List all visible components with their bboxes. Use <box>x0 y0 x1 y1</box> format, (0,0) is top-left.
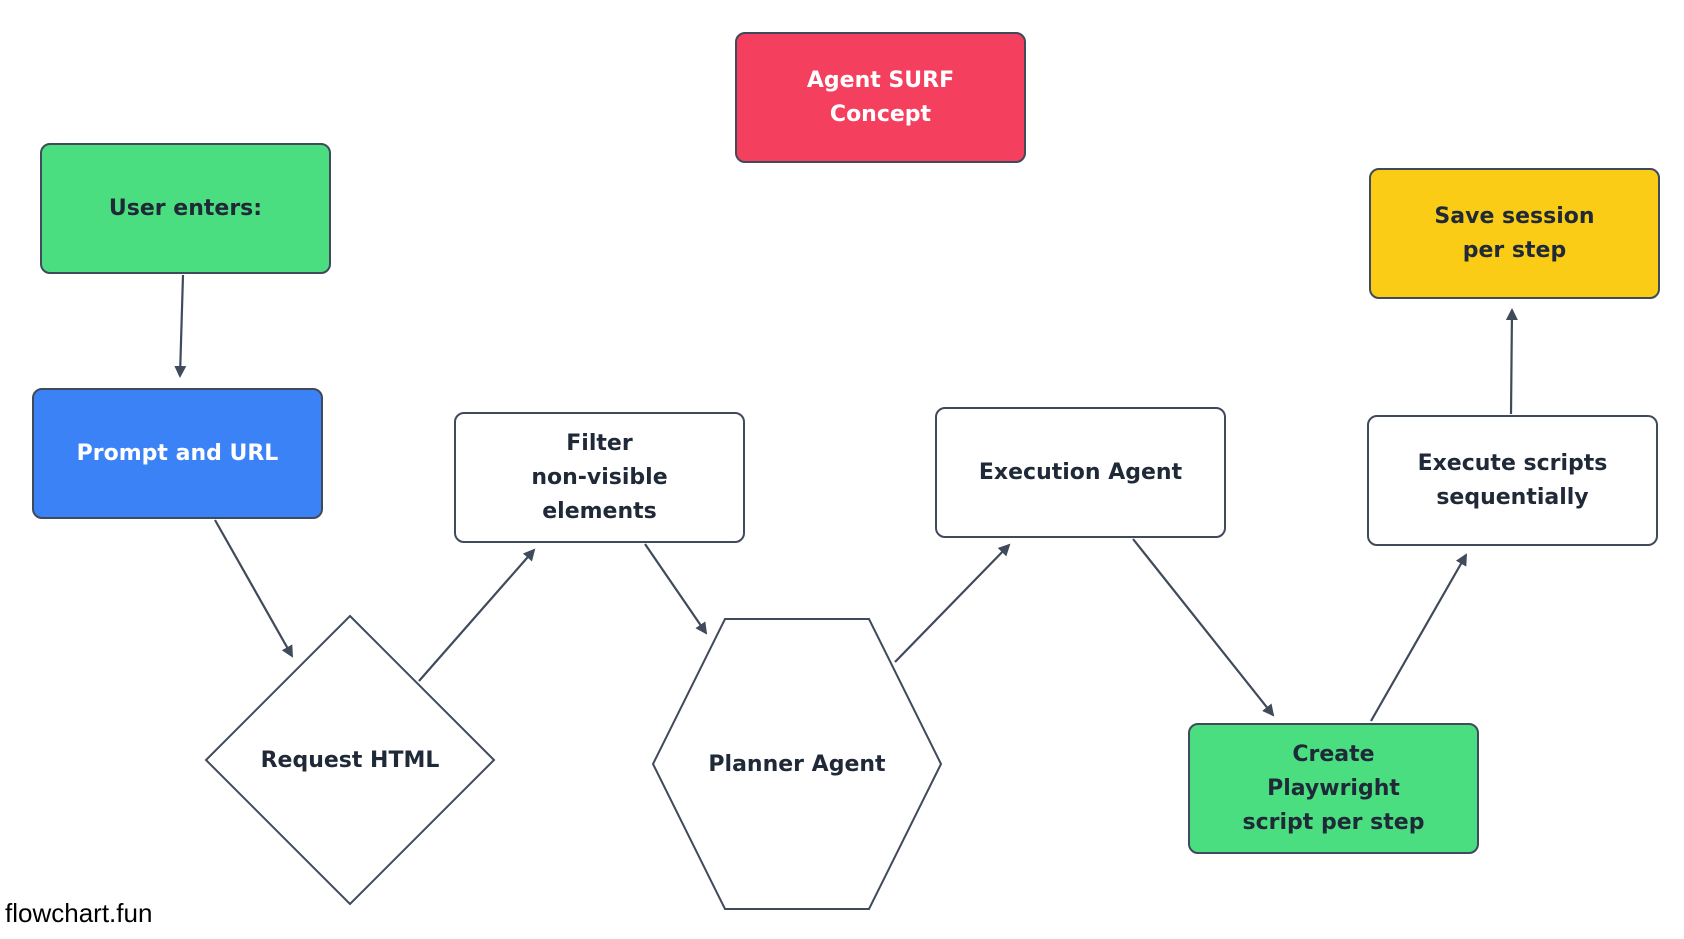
edge-user-enters-to-prompt-url <box>174 274 187 378</box>
execution-agent-node: Execution Agent <box>935 407 1226 538</box>
user-enters-node: User enters: <box>40 143 331 274</box>
execute-scripts-line-2: sequentially <box>1436 484 1589 510</box>
edge-request-html-to-filter <box>418 548 536 682</box>
filter-node: Filter non-visible elements <box>454 412 745 543</box>
watermark-text: flowchart.fun <box>5 898 153 928</box>
filter-line-3: elements <box>542 498 657 524</box>
title-node: Agent SURF Concept <box>735 32 1026 163</box>
save-session-line-2: per step <box>1462 237 1567 263</box>
planner-agent-hexagon <box>651 618 943 910</box>
edge-execute-scripts-to-save-session <box>1505 308 1518 415</box>
request-html-diamond <box>204 614 496 906</box>
create-script-line-2: Playwright <box>1267 775 1400 801</box>
create-script-node: Create Playwright script per step <box>1188 723 1479 854</box>
filter-line-1: Filter <box>566 430 633 456</box>
save-session-line-1: Save session <box>1434 203 1595 229</box>
user-enters-label: User enters: <box>108 195 263 221</box>
title-line-1: Agent SURF <box>806 67 955 93</box>
create-script-line-3: script per step <box>1242 809 1425 835</box>
edge-execution-to-create-script <box>1132 538 1275 717</box>
prompt-url-label: Prompt and URL <box>76 440 279 466</box>
execute-scripts-line-1: Execute scripts <box>1417 450 1608 476</box>
request-html-label: Request HTML <box>236 740 464 780</box>
title-line-2: Concept <box>829 101 932 127</box>
edge-filter-to-planner <box>644 543 708 635</box>
save-session-node: Save session per step <box>1369 168 1660 299</box>
edge-planner-to-execution <box>894 543 1011 663</box>
planner-agent-label: Planner Agent <box>682 744 912 784</box>
planner-agent-text: Planner Agent <box>708 751 886 777</box>
execute-scripts-node: Execute scripts sequentially <box>1367 415 1658 546</box>
execution-agent-label: Execution Agent <box>978 459 1183 485</box>
edge-create-script-to-execute-scripts <box>1370 553 1467 722</box>
prompt-url-node: Prompt and URL <box>32 388 323 519</box>
filter-line-2: non-visible <box>531 464 668 490</box>
request-html-text: Request HTML <box>260 747 440 773</box>
create-script-line-1: Create <box>1292 741 1375 767</box>
edge-prompt-url-to-request-html <box>214 519 293 658</box>
